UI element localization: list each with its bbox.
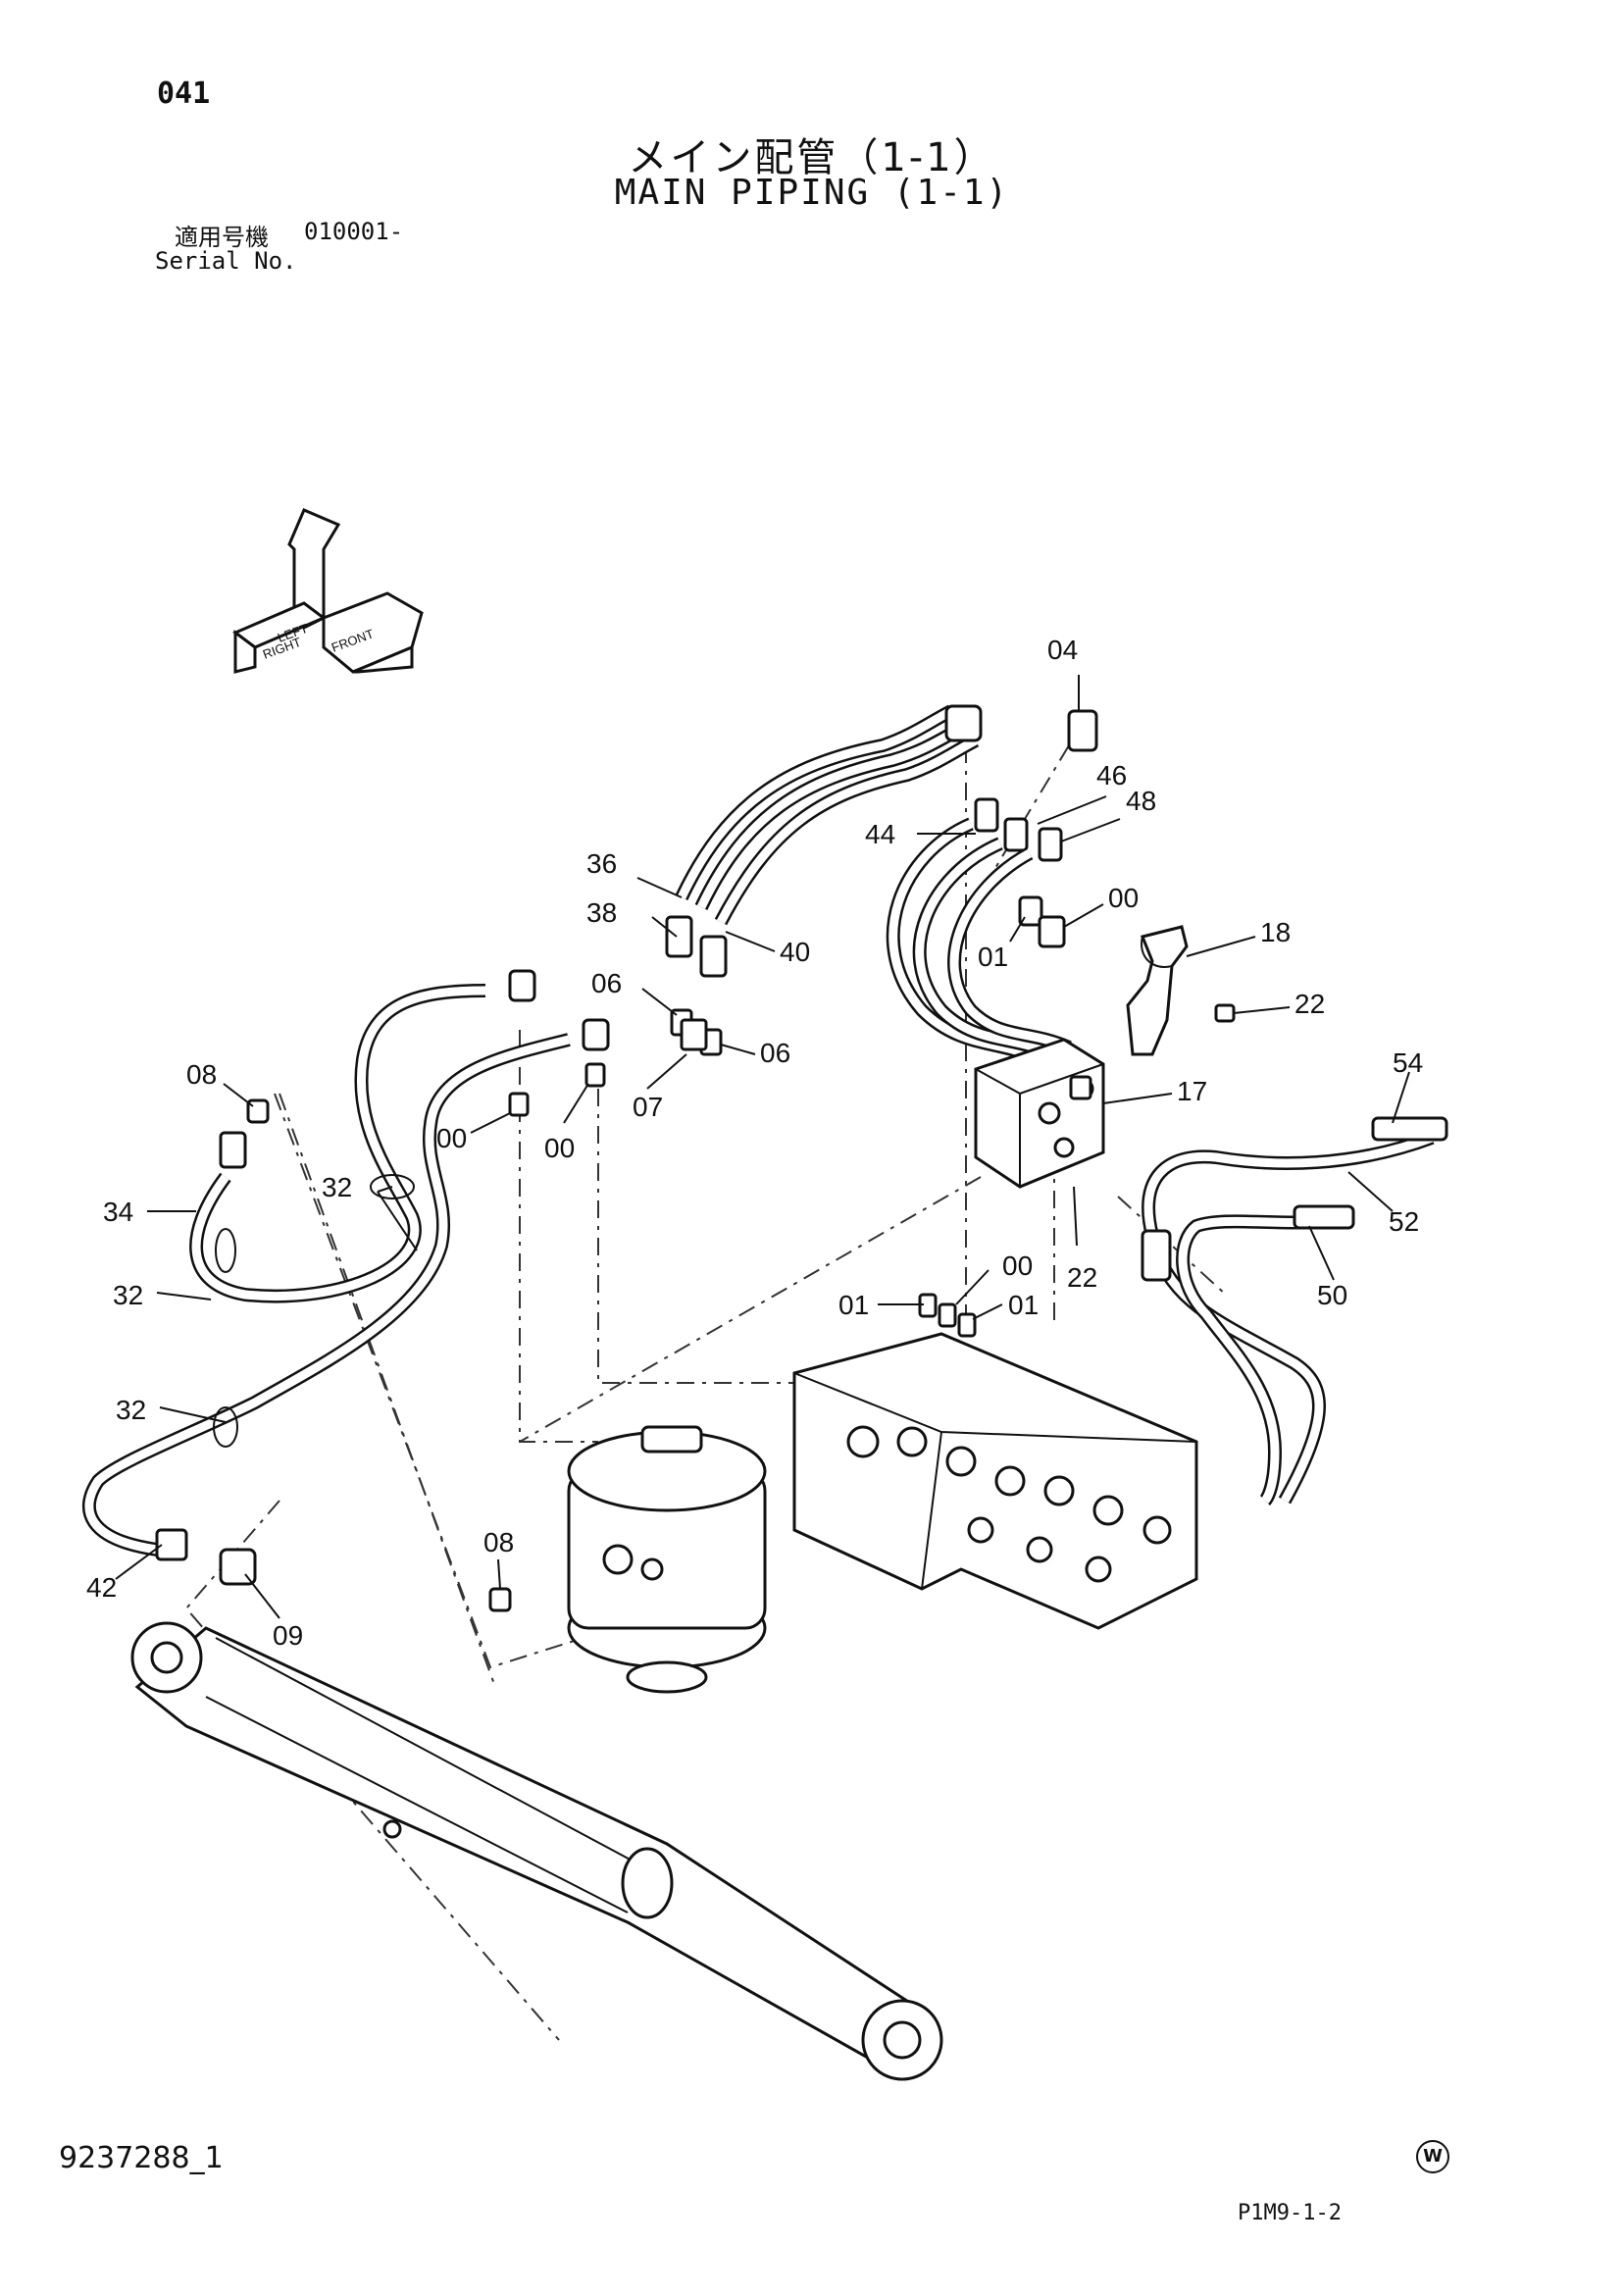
callout-46: 46 <box>1096 760 1127 791</box>
callout-01-upper: 01 <box>978 942 1008 972</box>
callout-00-upper: 00 <box>1108 883 1139 913</box>
page-title-english: MAIN PIPING (1-1) <box>614 173 1010 213</box>
serial-label-english: Serial No. <box>155 247 297 275</box>
callout-01-lower-left: 01 <box>838 1290 869 1320</box>
hose-bundle-left <box>82 969 610 1612</box>
callout-34: 34 <box>103 1197 133 1227</box>
callout-04: 04 <box>1047 635 1078 665</box>
serial-label-japanese: 適用号機 <box>175 224 269 251</box>
callout-22-lower: 22 <box>1067 1262 1097 1293</box>
callout-44: 44 <box>865 819 895 849</box>
bracket-18 <box>1126 925 1236 1056</box>
swing-motor <box>567 1425 767 1694</box>
leader-lines <box>115 675 1410 1619</box>
callout-40: 40 <box>780 937 810 967</box>
callout-01-lower-right: 01 <box>1008 1290 1039 1320</box>
hose-bundle-right <box>886 817 1072 1066</box>
callout-08-lower: 08 <box>483 1527 514 1557</box>
callout-06-right: 06 <box>760 1038 790 1068</box>
w-circle-mark: W <box>1416 2140 1449 2173</box>
callout-54: 54 <box>1393 1047 1423 1078</box>
document-number: 9237288_1 <box>59 2141 224 2175</box>
page-title-japanese: メイン配管（1-1） <box>628 135 996 180</box>
callout-32-middle: 32 <box>113 1280 143 1310</box>
callout-00-left: 00 <box>436 1123 467 1153</box>
callout-48: 48 <box>1126 786 1156 816</box>
callout-50: 50 <box>1317 1280 1347 1310</box>
callout-06-left: 06 <box>591 968 622 998</box>
fittings-upper-right <box>974 709 1098 948</box>
callout-labels: 04 46 48 44 36 38 40 00 01 18 22 06 06 0… <box>86 635 1423 1651</box>
page-code: P1M9-1-2 <box>1238 2201 1342 2225</box>
manifold-block-17 <box>974 1038 1105 1189</box>
callout-36: 36 <box>586 848 617 879</box>
callout-07: 07 <box>633 1092 663 1122</box>
callout-42: 42 <box>86 1572 117 1603</box>
callout-17: 17 <box>1177 1076 1207 1106</box>
page-number: 041 <box>157 77 211 111</box>
callout-08-upper: 08 <box>186 1059 217 1090</box>
callout-09: 09 <box>273 1620 303 1651</box>
reference-lines <box>184 744 1227 2041</box>
hydraulic-cylinder <box>130 1621 943 2081</box>
callout-38: 38 <box>586 897 617 928</box>
control-valve <box>792 1293 1198 1630</box>
hose-bundle-far-right <box>1141 1116 1448 1505</box>
callout-00-lower: 00 <box>1002 1250 1033 1281</box>
callout-32-upper: 32 <box>322 1172 352 1202</box>
callout-00-center: 00 <box>544 1133 575 1163</box>
callout-52: 52 <box>1389 1206 1419 1237</box>
callout-22-upper: 22 <box>1294 989 1325 1019</box>
callout-18: 18 <box>1260 917 1291 947</box>
hose-bundle-upper-center <box>665 704 983 1056</box>
orientation-arrows-icon: LEFT RIGHT FRONT <box>232 508 424 674</box>
serial-number-value: 010001- <box>304 218 404 245</box>
callout-32-lower: 32 <box>116 1395 146 1425</box>
